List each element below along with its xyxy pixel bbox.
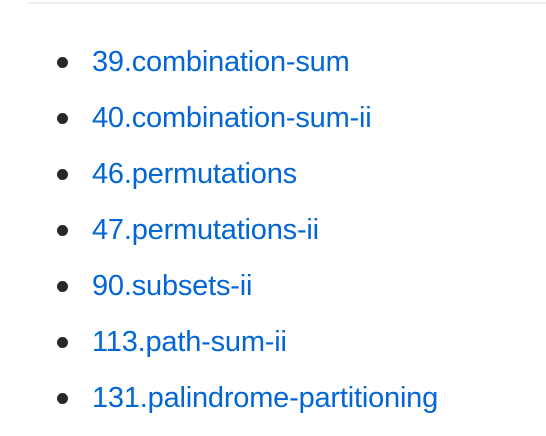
bullet-icon xyxy=(57,113,68,124)
list-item: 113.path-sum-ii xyxy=(0,314,438,370)
list-item: 131.palindrome-partitioning xyxy=(0,370,438,426)
list-item: 47.permutations-ii xyxy=(0,202,438,258)
list-item: 90.subsets-ii xyxy=(0,258,438,314)
bullet-icon xyxy=(57,393,68,404)
bullet-icon xyxy=(57,281,68,292)
problem-link-131[interactable]: 131.palindrome-partitioning xyxy=(92,381,439,414)
problem-link-40[interactable]: 40.combination-sum-ii xyxy=(92,101,372,134)
bullet-icon xyxy=(57,337,68,348)
bullet-icon xyxy=(57,225,68,236)
problem-link-39[interactable]: 39.combination-sum xyxy=(92,45,350,78)
problem-link-113[interactable]: 113.path-sum-ii xyxy=(92,325,287,358)
list-item: 46.permutations xyxy=(0,146,438,202)
problem-link-46[interactable]: 46.permutations xyxy=(92,157,297,190)
list-item: 40.combination-sum-ii xyxy=(0,90,438,146)
problem-link-47[interactable]: 47.permutations-ii xyxy=(92,213,319,246)
horizontal-rule xyxy=(28,2,546,4)
list-item: 39.combination-sum xyxy=(0,34,438,90)
problem-link-list: 39.combination-sum 40.combination-sum-ii… xyxy=(0,34,438,426)
bullet-icon xyxy=(57,57,68,68)
bullet-icon xyxy=(57,169,68,180)
problem-link-90[interactable]: 90.subsets-ii xyxy=(92,269,253,302)
